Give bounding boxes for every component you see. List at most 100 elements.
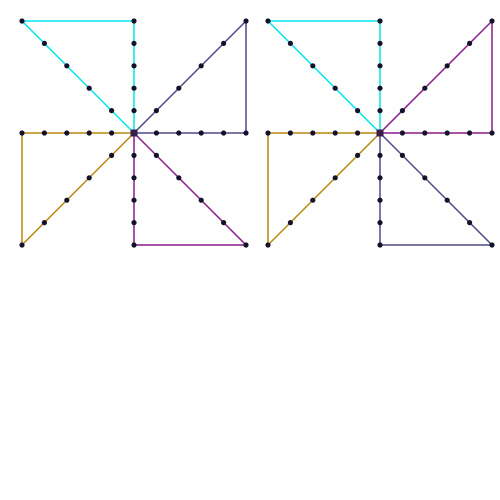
vertex-dot <box>131 63 137 69</box>
vertex-dot <box>19 18 25 24</box>
vertex-dot <box>422 175 428 181</box>
vertex-dot <box>399 130 405 136</box>
bottom-right-triangle <box>377 130 495 248</box>
vertex-dot <box>467 130 473 136</box>
vertex-dot <box>131 175 137 181</box>
vertex-dot <box>19 130 25 136</box>
top-right-triangle <box>377 18 495 136</box>
bottom-left-triangle-outline <box>267 132 382 247</box>
top-left-triangle-outline <box>266 20 381 135</box>
vertex-dot <box>399 108 405 114</box>
vertex-dot <box>399 152 405 158</box>
vertex-dot <box>41 130 48 136</box>
vertex-dot <box>109 152 115 158</box>
vertex-dot <box>377 40 383 47</box>
vertex-dot <box>310 63 316 69</box>
vertex-dot <box>153 108 159 114</box>
vertex-dot <box>109 108 115 114</box>
vertex-dot <box>131 220 137 226</box>
vertex-dot <box>198 130 204 136</box>
vertex-dot <box>86 175 92 181</box>
top-left-triangle <box>265 18 383 136</box>
vertex-dot <box>355 152 361 158</box>
vertex-dot <box>332 175 338 181</box>
vertex-dot <box>422 130 428 136</box>
bottom-right-triangle-outline <box>133 131 248 246</box>
top-left-triangle <box>19 18 137 136</box>
vertex-dot <box>221 130 227 136</box>
vertex-dot <box>243 130 249 136</box>
bottom-left-triangle <box>265 130 383 248</box>
vertex-dot <box>287 220 293 226</box>
top-right-triangle <box>131 18 249 136</box>
vertex-dot <box>64 63 70 69</box>
vertex-dot <box>422 85 428 91</box>
vertex-dot <box>41 220 48 226</box>
center-hub <box>376 129 384 137</box>
vertex-dot <box>377 85 383 91</box>
center-hub <box>130 129 138 137</box>
vertex-dot <box>176 85 182 91</box>
vertex-dot <box>131 108 137 114</box>
vertex-dot <box>86 130 92 136</box>
vertex-dot <box>377 63 383 69</box>
vertex-dot <box>64 130 70 136</box>
vertex-dot <box>377 108 383 114</box>
vertex-dot <box>265 130 271 136</box>
vertex-dot <box>467 220 473 226</box>
vertex-dot <box>287 130 293 136</box>
vertex-dot <box>377 242 383 248</box>
vertex-dot <box>377 175 383 181</box>
vertex-dot <box>153 152 159 158</box>
vertex-dot <box>444 63 450 69</box>
vertex-dot <box>243 18 249 24</box>
vertex-dot <box>131 152 137 158</box>
vertex-dot <box>131 40 137 47</box>
vertex-dot <box>86 85 92 91</box>
vertex-dot <box>265 18 271 24</box>
vertex-dot <box>332 85 338 91</box>
top-left-triangle-outline <box>20 20 135 135</box>
bottom-left-triangle-outline <box>21 132 136 247</box>
vertex-dot <box>355 130 361 136</box>
vertex-dot <box>310 130 316 136</box>
vertex-dot <box>377 18 383 24</box>
vertex-dot <box>153 130 159 136</box>
vertex-dot <box>489 18 495 24</box>
right-panel <box>265 18 495 248</box>
bottom-right-triangle <box>131 130 249 248</box>
vertex-dot <box>221 220 227 226</box>
vertex-dot <box>131 85 137 91</box>
vertex-dot <box>489 242 495 248</box>
vertex-dot <box>109 130 115 136</box>
vertex-dot <box>64 197 70 203</box>
vertex-dot <box>489 130 495 136</box>
vertex-dot <box>444 130 450 136</box>
vertex-dot <box>131 18 137 24</box>
bottom-left-triangle <box>19 130 137 248</box>
vertex-dot <box>467 40 473 47</box>
top-right-triangle-outline <box>132 19 247 134</box>
vertex-dot <box>444 197 450 203</box>
vertex-dot <box>41 40 48 47</box>
top-right-triangle-outline <box>378 19 493 134</box>
vertex-dot <box>377 152 383 158</box>
vertex-dot <box>198 197 204 203</box>
vertex-dot <box>131 242 137 248</box>
vertex-dot <box>131 197 137 203</box>
vertex-dot <box>176 130 182 136</box>
vertex-dot <box>355 108 361 114</box>
vertex-dot <box>377 220 383 226</box>
vertex-dot <box>19 242 25 248</box>
bottom-right-triangle-outline <box>379 131 494 246</box>
vertex-dot <box>287 40 293 47</box>
vertex-dot <box>221 40 227 47</box>
vertex-dot <box>176 175 182 181</box>
vertex-dot <box>332 130 338 136</box>
vertex-dot <box>243 242 249 248</box>
vertex-dot <box>310 197 316 203</box>
vertex-dot <box>198 63 204 69</box>
left-panel <box>19 18 249 248</box>
vertex-dot <box>265 242 271 248</box>
